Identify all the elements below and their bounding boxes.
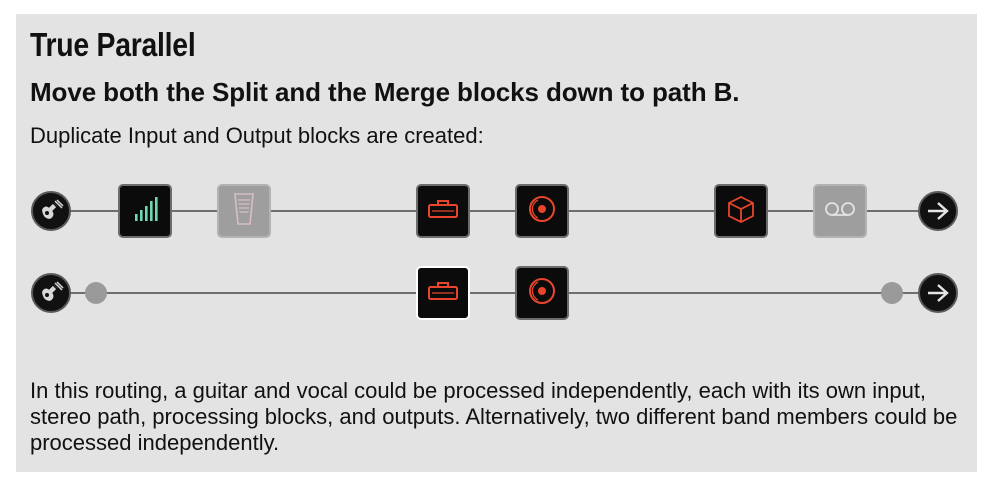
output-arrow-icon	[925, 282, 951, 304]
path-b-input-block[interactable]	[31, 273, 71, 313]
path-b-output-block[interactable]	[918, 273, 958, 313]
path-a-line	[50, 210, 940, 212]
subtitle: Move both the Split and the Merge blocks…	[30, 77, 740, 107]
guitar-input-icon	[36, 196, 66, 226]
page-title: True Parallel	[30, 26, 196, 63]
path-b-split-dot[interactable]	[85, 282, 107, 304]
path-b-merge-dot[interactable]	[881, 282, 903, 304]
path-a-output-block[interactable]	[918, 191, 958, 231]
path-b-line	[50, 292, 940, 294]
path-a-fx-block[interactable]	[714, 184, 768, 238]
path-a-input-block[interactable]	[31, 191, 71, 231]
description: Duplicate Input and Output blocks are cr…	[30, 123, 484, 148]
routing-panel: True Parallel Move both the Split and th…	[16, 14, 977, 472]
path-b-amp-block[interactable]	[416, 266, 470, 320]
path-a-looper-block[interactable]	[813, 184, 867, 238]
speaker-cab-icon	[527, 194, 557, 229]
amp-icon	[426, 279, 460, 308]
wah-pedal-icon	[229, 191, 259, 232]
path-a-cab-block[interactable]	[515, 184, 569, 238]
path-a-amp-block[interactable]	[416, 184, 470, 238]
path-a-eq-block[interactable]	[118, 184, 172, 238]
speaker-cab-icon	[527, 276, 557, 311]
path-b-cab-block[interactable]	[515, 266, 569, 320]
body-paragraph: In this routing, a guitar and vocal coul…	[30, 378, 958, 455]
path-a-wah-block[interactable]	[217, 184, 271, 238]
guitar-input-icon	[36, 278, 66, 308]
tape-loop-icon	[822, 199, 858, 224]
output-arrow-icon	[925, 200, 951, 222]
eq-bars-icon	[130, 194, 160, 229]
cube-icon	[726, 194, 756, 229]
amp-icon	[426, 197, 460, 226]
